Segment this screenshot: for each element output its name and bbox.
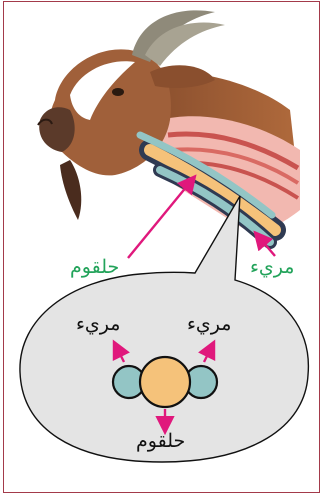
label-esophagus-top: مريء <box>250 258 294 277</box>
label-trachea-bubble: حلقوم <box>136 432 185 451</box>
label-esophagus-bubble-left: مريء <box>76 315 120 334</box>
trachea-pointer-arrow <box>128 180 192 258</box>
trachea-circle <box>140 357 190 407</box>
goat-beard <box>60 160 81 220</box>
label-esophagus-bubble-right: مريء <box>187 315 231 334</box>
label-trachea-top: حلقوم <box>70 258 119 277</box>
